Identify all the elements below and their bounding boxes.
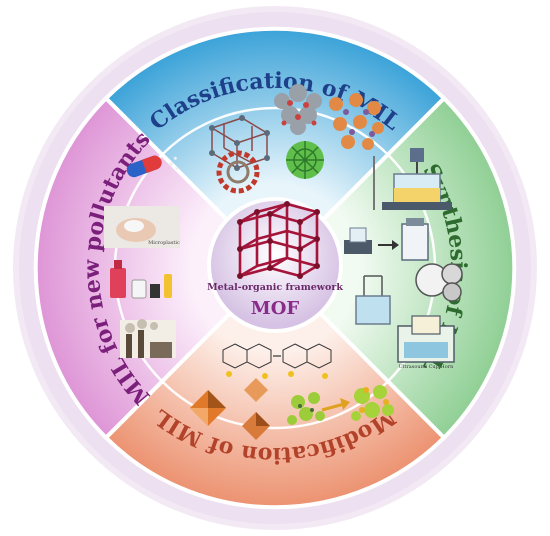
octahedron-orange (190, 390, 226, 426)
sector-top (103, 26, 447, 271)
structure-lattice-1 (209, 115, 270, 171)
arrow-head-icon (392, 240, 399, 250)
modification-arrow-icon (321, 402, 345, 412)
octahedron-small (242, 412, 270, 440)
capsule-icon (126, 155, 179, 178)
factory-smoke (120, 319, 176, 358)
cosmetics-bottles (110, 260, 172, 299)
structure-cage-green (286, 141, 324, 179)
pollutant-images: Microplastic (104, 155, 180, 358)
classification-structures (209, 84, 384, 194)
molecule-scheme (222, 343, 332, 379)
modification-schemes (190, 343, 394, 440)
microplastic-photo: Microplastic (104, 206, 180, 248)
structure-cluster-orange (329, 93, 384, 150)
ultrasound-label: Ultrasound Cup Horn (399, 364, 455, 370)
sector-left (33, 95, 278, 441)
microplastic-label: Microplastic (148, 240, 180, 246)
stirred-reactor (373, 148, 452, 210)
synthesis-apparatus: Ultrasound Cup Horn (344, 148, 463, 370)
framework-before (287, 392, 325, 425)
ball-mill (415, 263, 463, 302)
structure-ring-red (216, 150, 260, 194)
center-caption: Metal-organic framework (207, 282, 343, 293)
electrochemical-cell (355, 275, 391, 325)
modification-arrow-head-icon (340, 398, 350, 410)
sector-bottom (103, 265, 447, 510)
autoclave (401, 218, 429, 261)
framework-after (351, 385, 394, 421)
hotplate (344, 227, 372, 254)
ultrasound-bath: Ultrasound Cup Horn (397, 315, 455, 370)
center-title: MOF (251, 298, 300, 319)
mof-nodes (237, 201, 320, 279)
structure-cluster-grey (274, 84, 322, 135)
octahedron-top (244, 378, 268, 402)
